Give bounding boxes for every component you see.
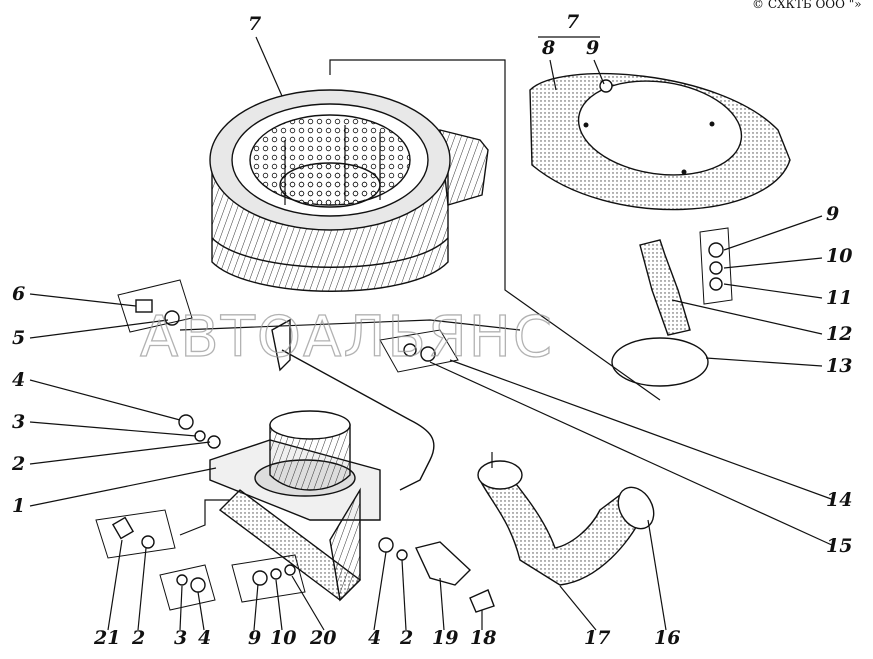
callout-3-left: 3: [12, 411, 25, 433]
callout-5: 5: [12, 327, 25, 349]
callout-4-bottom-b: 4: [368, 627, 381, 649]
callout-15: 15: [826, 535, 852, 557]
callout-numbers: 7 7 8 9 9 10 11 12 13 14 15 16 17 6 5 4 …: [11, 11, 852, 649]
callout-20: 20: [309, 627, 336, 649]
callout-14: 14: [826, 489, 852, 511]
callout-19: 19: [432, 627, 458, 649]
callout-2-bottom-a: 2: [131, 627, 145, 649]
callout-4-left: 4: [12, 369, 25, 391]
callout-9-right: 9: [826, 203, 839, 225]
clamp-bracket: [639, 239, 724, 336]
callout-16: 16: [654, 627, 680, 649]
callout-9-top: 9: [586, 37, 599, 59]
support-bracket: [209, 318, 435, 602]
callout-10-bottom: 10: [270, 627, 296, 649]
intake-hose: [477, 460, 655, 586]
callout-10-right: 10: [826, 245, 852, 267]
callout-4-bottom-a: 4: [198, 627, 211, 649]
callout-2-bottom-b: 2: [399, 627, 413, 649]
callout-12: 12: [826, 323, 852, 345]
callout-13: 13: [826, 355, 852, 377]
callout-17: 17: [584, 627, 610, 649]
callout-1: 1: [12, 495, 25, 517]
leader-lines: [29, 36, 835, 631]
group-outlines: [95, 227, 733, 611]
ring-clamp: [611, 337, 709, 387]
callout-21: 21: [93, 627, 120, 649]
callout-6: 6: [12, 283, 25, 305]
copyright-text: © СХКТБ ООО "»: [752, 0, 862, 11]
callout-3-bottom: 3: [174, 627, 187, 649]
fasteners: [111, 299, 495, 613]
callout-7-group: 7: [566, 11, 579, 33]
callout-9-bottom: 9: [248, 627, 261, 649]
watermark-text: АВТОАЛЬЯНС: [140, 305, 554, 370]
callout-7: 7: [248, 13, 261, 35]
filter-cover: [529, 72, 791, 211]
callout-18: 18: [470, 627, 496, 649]
assembly-lines: [179, 59, 661, 536]
air-filter-housing: [209, 89, 489, 292]
callout-11: 11: [826, 287, 852, 309]
callout-2-left: 2: [11, 453, 25, 475]
callout-8: 8: [541, 37, 555, 59]
